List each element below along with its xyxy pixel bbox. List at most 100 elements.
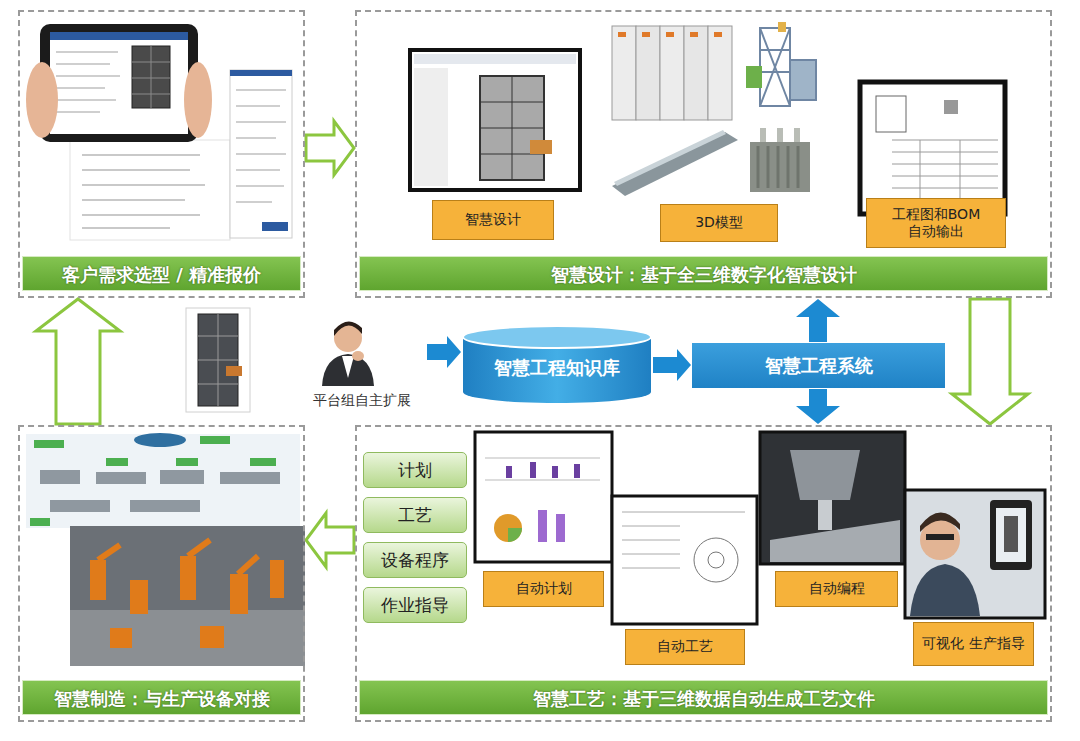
process-sheet-picture-part [708,552,724,568]
robot-line-picture-part-part [188,540,210,556]
panel-title: 智慧制造：与生产设备对接 [22,680,301,715]
item-button: 设备程序 [363,542,467,578]
step-tag: 自动计划 [483,571,604,607]
system-box: 智慧工程系统 [692,343,945,388]
escalator-picture [612,130,738,196]
switchgear-picture-part-part [642,32,650,37]
design-screen-part [480,76,544,180]
drawing-picture [860,82,1005,214]
design-screen-part [410,50,580,190]
process-sheet-picture-part [694,538,738,582]
tablet-picture-part-part [236,185,284,187]
plan-chart-picture-part [494,514,522,542]
switchgear-picture-part-part [666,32,674,37]
tower-picture [746,22,816,106]
tablet-picture-part [236,90,286,202]
tablet-picture-part [56,52,120,112]
tablet-picture-part-part [56,75,120,77]
cabinet-picture-part [198,314,238,406]
btn-label: 作业指导 [381,594,449,617]
cabinet-picture-part [226,366,242,376]
tag-label: 工程图和BOM 自动输出 [874,206,998,241]
factory-layout-picture-part-part [220,472,280,484]
worker-tablet-picture [905,490,1045,618]
tablet-picture-part-part [56,111,100,113]
tablet-picture-part [70,140,230,240]
cylinder-top [463,326,651,348]
transformer-picture-part-part [757,146,760,188]
switchgear-picture-part [612,26,636,120]
tablet-picture-part [262,222,288,231]
machining-picture-part [770,520,900,562]
item-button: 工艺 [363,497,467,533]
stage-panel: 智慧制造：与生产设备对接 [18,425,305,722]
worker-tablet-picture-part [1004,516,1018,552]
plan-chart-picture-part-part [574,464,580,478]
factory-layout-picture-part-part [160,470,204,484]
tablet-picture [26,24,292,240]
factory-layout-picture-part-part [130,500,200,512]
item-button: 计划 [363,452,467,488]
link-arrow [427,336,461,368]
transformer-picture-part-part [794,128,800,142]
tag-label: 自动编程 [809,580,865,598]
transformer-picture-part-part [760,128,766,142]
factory-layout-picture-part-part [40,470,80,484]
factory-layout-picture-part [26,434,300,528]
tablet-picture-part [26,62,58,138]
tag-label: 可视化 生产指导 [922,635,1024,653]
person-icon [298,316,426,386]
tablet-picture-part-part [236,169,280,171]
plan-chart-picture-part [538,510,547,542]
tablet-picture-part [50,32,188,40]
step-tag: 智慧设计 [432,200,554,240]
stage-panel: 客户需求选型 / 精准报价 [18,10,305,298]
robot-line-picture-part-part [230,574,248,614]
process-sheet-picture-part-part [622,526,680,527]
tower-picture-part [746,66,762,88]
tablet-picture-part [230,70,292,238]
flow-arrow [306,121,354,175]
process-sheet-picture-part-part [622,568,680,569]
transformer-picture-part-part [777,128,783,142]
tablet-picture-part-part [236,137,276,139]
process-sheet-picture-part-part [622,512,745,513]
worker-tablet-picture-part [990,500,1032,570]
robot-line-picture-part-part [98,545,120,560]
transformer-picture-part-part [777,146,780,188]
panel-title: 客户需求选型 / 精准报价 [22,256,301,291]
person-part [322,354,374,386]
link-arrow [653,349,691,381]
btn-label: 工艺 [398,504,432,527]
tablet-picture-part-part [56,51,118,53]
process-sheet-picture [612,496,757,624]
design-screen-part [530,140,552,154]
transformer-picture-part-part [767,146,770,188]
tablet-picture-part-part [56,87,105,89]
link-arrow [796,299,840,342]
tag-label: 智慧设计 [465,211,521,229]
machining-picture-part [790,450,860,500]
drawing-picture-part-part [892,152,998,153]
factory-layout-picture-part-part [34,440,64,448]
worker-tablet-picture-part [920,512,960,532]
step-tag: 自动编程 [775,571,898,607]
factory-layout-picture-part [30,436,276,526]
worker-tablet-picture-part [910,564,980,616]
sys-label: 智慧工程系统 [765,354,873,378]
factory-layout-picture-part-part [200,436,230,444]
tablet-picture-part-part [236,201,272,203]
drawing-picture-part-part [892,176,998,177]
plan-chart-picture [475,432,612,562]
tablet-picture-part-part [82,184,205,186]
tag-label: 自动工艺 [657,638,713,656]
factory-layout-picture-part-part [50,500,110,512]
drawing-picture-part [892,140,998,206]
person-part [352,351,364,361]
drawing-picture-part-part [920,140,921,206]
plan-chart-picture-part [556,514,565,542]
tablet-picture-part [132,46,170,108]
tablet-picture-part [82,155,205,228]
plan-chart-picture-part [475,432,612,562]
